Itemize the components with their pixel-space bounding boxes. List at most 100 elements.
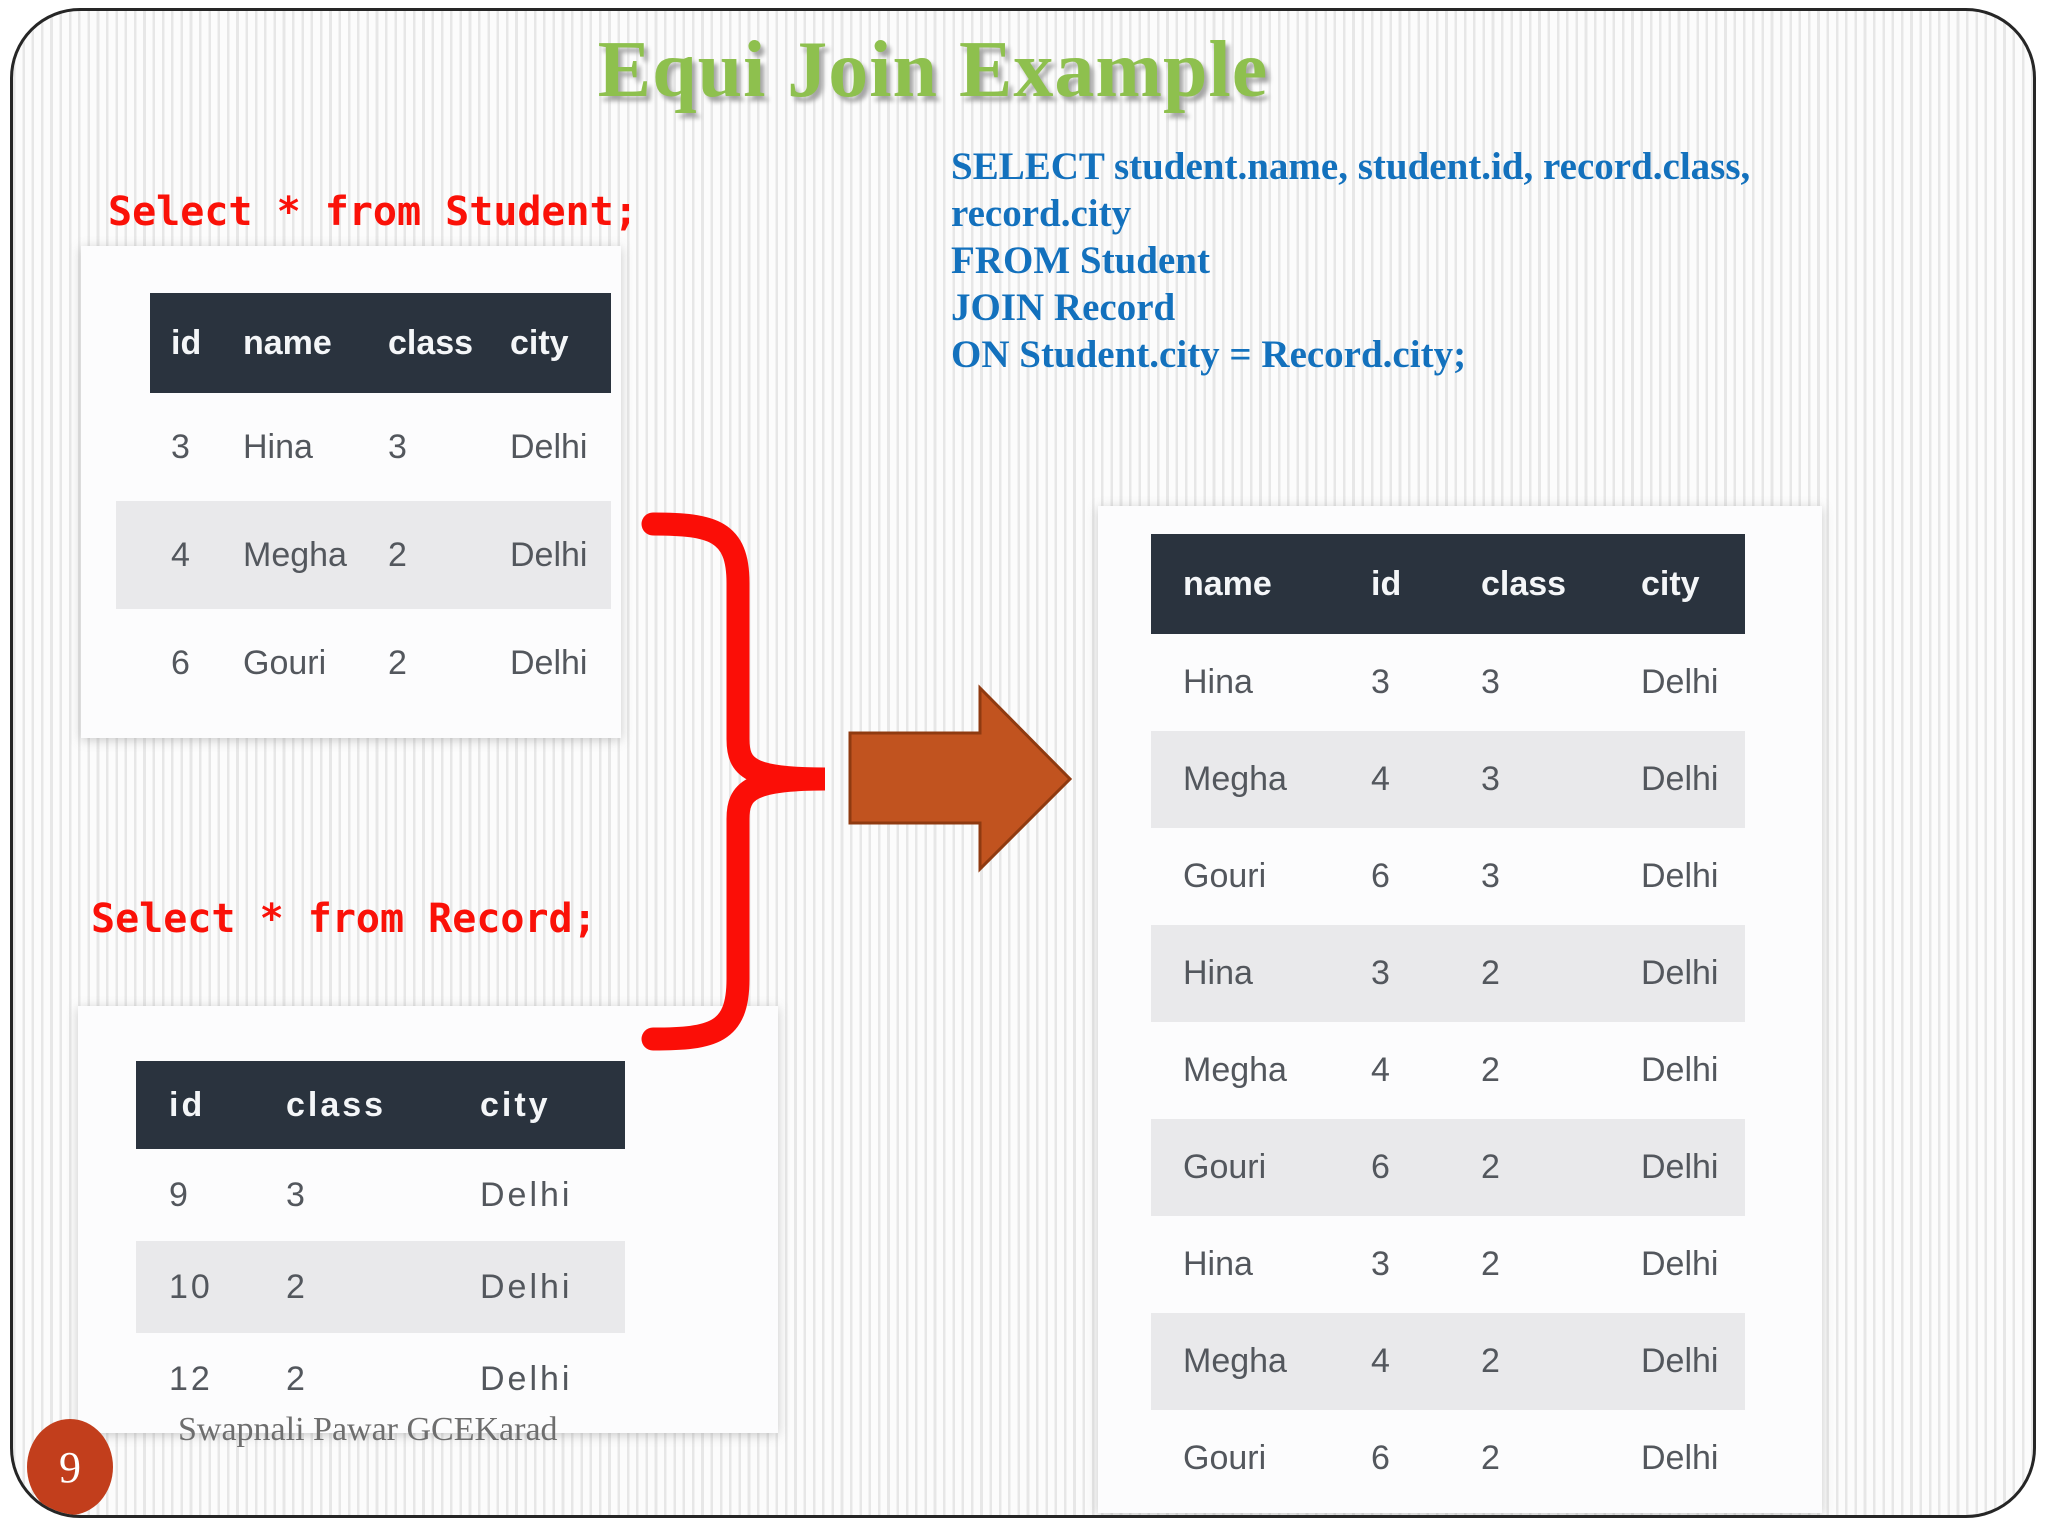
table-cell: 4 (1371, 1051, 1390, 1089)
footer-credit: Swapnali Pawar GCEKarad (178, 1411, 558, 1448)
sql-line: ON Student.city = Record.city; (951, 333, 1467, 376)
table-cell: 2 (1481, 1051, 1500, 1089)
table-header-row: id name class city (150, 293, 611, 393)
table-row: 3 Hina 3 Delhi (116, 393, 611, 501)
column-header: class (388, 323, 474, 362)
table-row: Gouri 6 3 Delhi (1151, 828, 1745, 925)
table-cell: 2 (388, 643, 407, 682)
column-header: name (243, 323, 332, 362)
curly-brace-icon (641, 512, 826, 1051)
table-row: Megha 4 3 Delhi (1151, 731, 1745, 828)
table-header-row: name id class city (1151, 534, 1745, 634)
column-header: city (480, 1085, 551, 1124)
table-cell: Delhi (480, 1267, 573, 1306)
slide-title: Equi Join Example (597, 26, 1269, 114)
table-cell: 3 (1371, 663, 1390, 701)
table-cell: Gouri (1183, 857, 1267, 895)
table-cell: 4 (1371, 760, 1390, 798)
table-cell: Delhi (510, 643, 588, 682)
table-row: Gouri 6 2 Delhi (1151, 1119, 1745, 1216)
table-cell: Gouri (1183, 1439, 1267, 1477)
column-header: class (1481, 564, 1567, 603)
table-cell: 3 (1371, 1245, 1390, 1283)
record-select-query: Select * from Record; (91, 896, 597, 942)
table-row: Gouri 6 2 Delhi (1151, 1410, 1745, 1507)
table-row: 10 2 Delhi (136, 1241, 625, 1333)
table-cell: Hina (1183, 954, 1253, 992)
table-cell: 6 (1371, 1439, 1390, 1477)
table-cell: 9 (169, 1175, 191, 1214)
table-cell: Gouri (243, 643, 327, 682)
slide: Equi Join Example Select * from Student;… (10, 8, 2036, 1518)
table-cell: 6 (1371, 1148, 1390, 1186)
table-cell: Delhi (1641, 1051, 1719, 1089)
sql-line: FROM Student (951, 239, 1210, 282)
column-header: id (171, 323, 202, 362)
table-cell: 2 (1481, 954, 1500, 992)
table-header-row: id class city (136, 1061, 625, 1149)
table-cell: Delhi (1641, 1342, 1719, 1380)
table-cell: Delhi (1641, 760, 1719, 798)
sql-line: JOIN Record (951, 286, 1176, 329)
join-sql-query: SELECT student.name, student.id, record.… (951, 143, 2001, 378)
table-cell: 3 (388, 427, 407, 466)
table-cell: Hina (243, 427, 313, 466)
table-cell: 4 (1371, 1342, 1390, 1380)
table-cell: 12 (169, 1359, 213, 1398)
table-row: Hina 3 2 Delhi (1151, 925, 1745, 1022)
table-row: Megha 4 2 Delhi (1151, 1313, 1745, 1410)
table-cell: Hina (1183, 663, 1253, 701)
table-cell: 10 (169, 1267, 213, 1306)
sql-line: record.city (951, 192, 1132, 235)
column-header: id (169, 1085, 206, 1124)
table-cell: 3 (171, 427, 190, 466)
table-cell: Delhi (1641, 663, 1719, 701)
table-cell: 2 (286, 1267, 308, 1306)
table-cell: Megha (243, 535, 347, 574)
table-row: 12 2 Delhi (136, 1333, 625, 1425)
table-cell: Delhi (1641, 1439, 1719, 1477)
table-cell: 4 (171, 535, 190, 574)
table-cell: 2 (1481, 1439, 1500, 1477)
column-header: name (1183, 564, 1272, 603)
table-row: Hina 3 2 Delhi (1151, 1216, 1745, 1313)
table-cell: 6 (171, 643, 190, 682)
table-cell: Delhi (1641, 857, 1719, 895)
table-cell: 3 (1481, 760, 1500, 798)
table-cell: Delhi (510, 427, 588, 466)
column-header: city (1641, 564, 1700, 603)
column-header: class (286, 1085, 387, 1124)
table-cell: 2 (388, 535, 407, 574)
table-cell: Megha (1183, 760, 1287, 798)
table-cell: Delhi (1641, 1148, 1719, 1186)
table-row: Hina 3 3 Delhi (1151, 634, 1745, 731)
table-cell: 2 (1481, 1342, 1500, 1380)
table-cell: Delhi (1641, 1245, 1719, 1283)
table-cell: Delhi (510, 535, 588, 574)
table-cell: Delhi (1641, 954, 1719, 992)
table-cell: 2 (1481, 1148, 1500, 1186)
table-cell: 3 (1481, 663, 1500, 701)
table-cell: 3 (1481, 857, 1500, 895)
table-cell: Delhi (480, 1175, 573, 1214)
table-cell: 2 (1481, 1245, 1500, 1283)
table-cell: Delhi (480, 1359, 573, 1398)
page-number-badge: 9 (27, 1419, 113, 1515)
table-cell: Gouri (1183, 1148, 1267, 1186)
table-cell: Megha (1183, 1342, 1287, 1380)
table-cell: 6 (1371, 857, 1390, 895)
table-row: 4 Megha 2 Delhi (116, 501, 611, 609)
student-select-query: Select * from Student; (108, 189, 638, 235)
column-header: id (1371, 564, 1402, 603)
table-cell: 3 (1371, 954, 1390, 992)
column-header: city (510, 323, 569, 362)
table-cell: 2 (286, 1359, 308, 1398)
table-cell: Hina (1183, 1245, 1253, 1283)
